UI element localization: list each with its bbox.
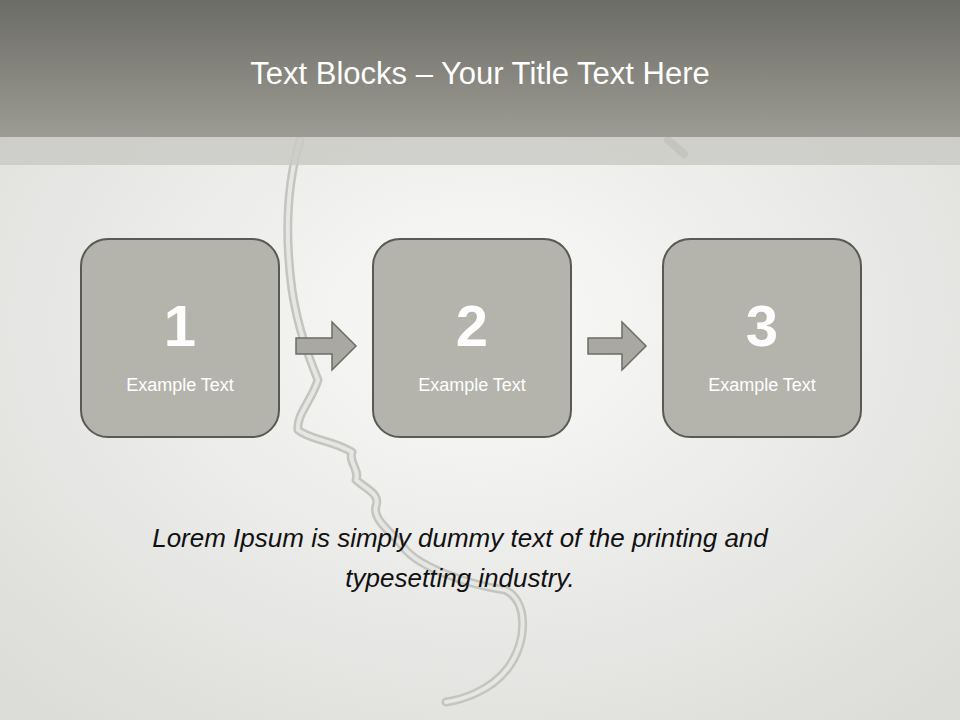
- step-box: 1Example Text: [80, 238, 280, 438]
- block-arrow: [296, 322, 356, 370]
- step-number: 3: [746, 297, 778, 355]
- step-number: 1: [164, 297, 196, 355]
- step-label: Example Text: [708, 375, 816, 397]
- header-band: [0, 0, 960, 137]
- step-box: 3Example Text: [662, 238, 862, 438]
- face-profile: [288, 140, 684, 702]
- step-label: Example Text: [126, 375, 234, 397]
- step-number: 2: [456, 297, 488, 355]
- block-arrow: [588, 322, 646, 370]
- header-strip: [0, 137, 960, 165]
- caption: Lorem Ipsum is simply dummy text of the …: [100, 518, 820, 598]
- slide-title: Text Blocks – Your Title Text Here: [0, 56, 960, 92]
- step-box: 2Example Text: [372, 238, 572, 438]
- step-label: Example Text: [418, 375, 526, 397]
